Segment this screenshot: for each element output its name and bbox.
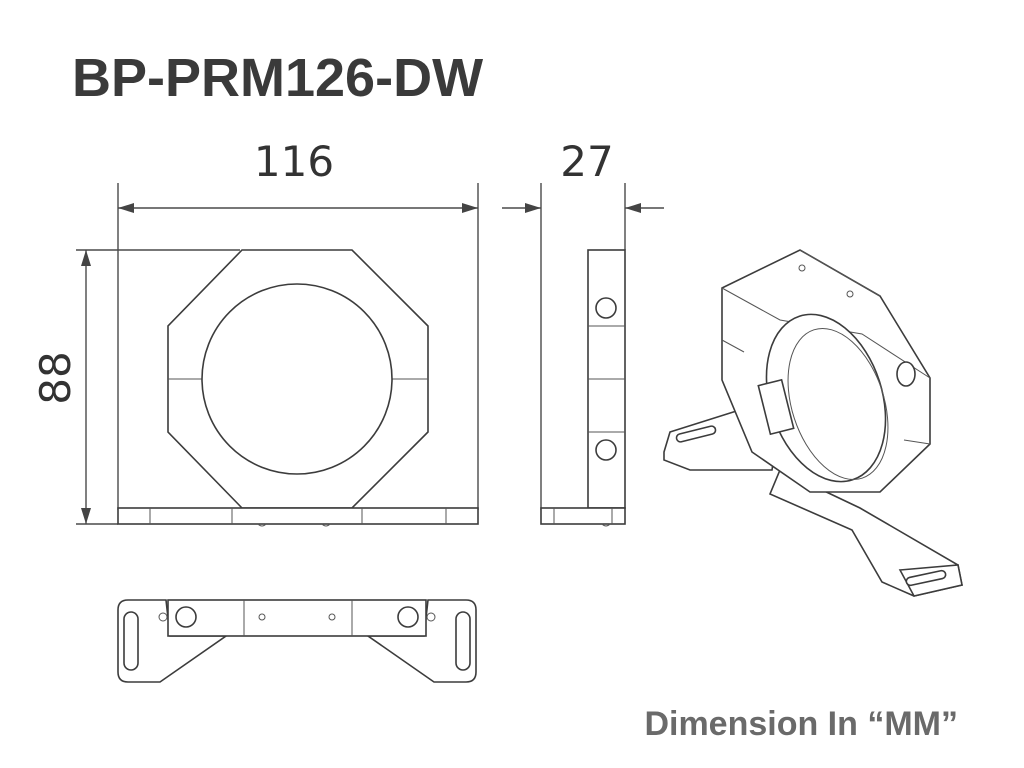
depth-dimension: 27: [502, 137, 664, 510]
slot-left: [123, 611, 139, 671]
side-bolt-hole-lower: [595, 439, 617, 461]
product-title: BP-PRM126-DW: [72, 48, 483, 108]
side-base-plate: [540, 507, 626, 525]
isometric-view: [663, 249, 963, 597]
base-plate: [117, 507, 479, 525]
bolt-right: [397, 606, 419, 628]
slot-right: [455, 611, 471, 671]
side-view: 27: [502, 137, 664, 527]
height-label: 88: [31, 351, 80, 404]
bottom-view: [117, 599, 477, 683]
side-bolt-hole-upper: [595, 297, 617, 319]
depth-label: 27: [560, 137, 613, 186]
bottom-bracket-outline: [117, 599, 229, 683]
clamp-bore: [201, 283, 393, 475]
width-dimension: 116: [117, 137, 479, 510]
width-label: 116: [254, 137, 334, 186]
units-note: Dimension In “MM”: [644, 705, 958, 743]
bolt-left: [175, 606, 197, 628]
height-dimension: 88: [31, 249, 240, 525]
bottom-center-bar: [167, 599, 427, 637]
front-view: 116 88: [31, 137, 479, 527]
